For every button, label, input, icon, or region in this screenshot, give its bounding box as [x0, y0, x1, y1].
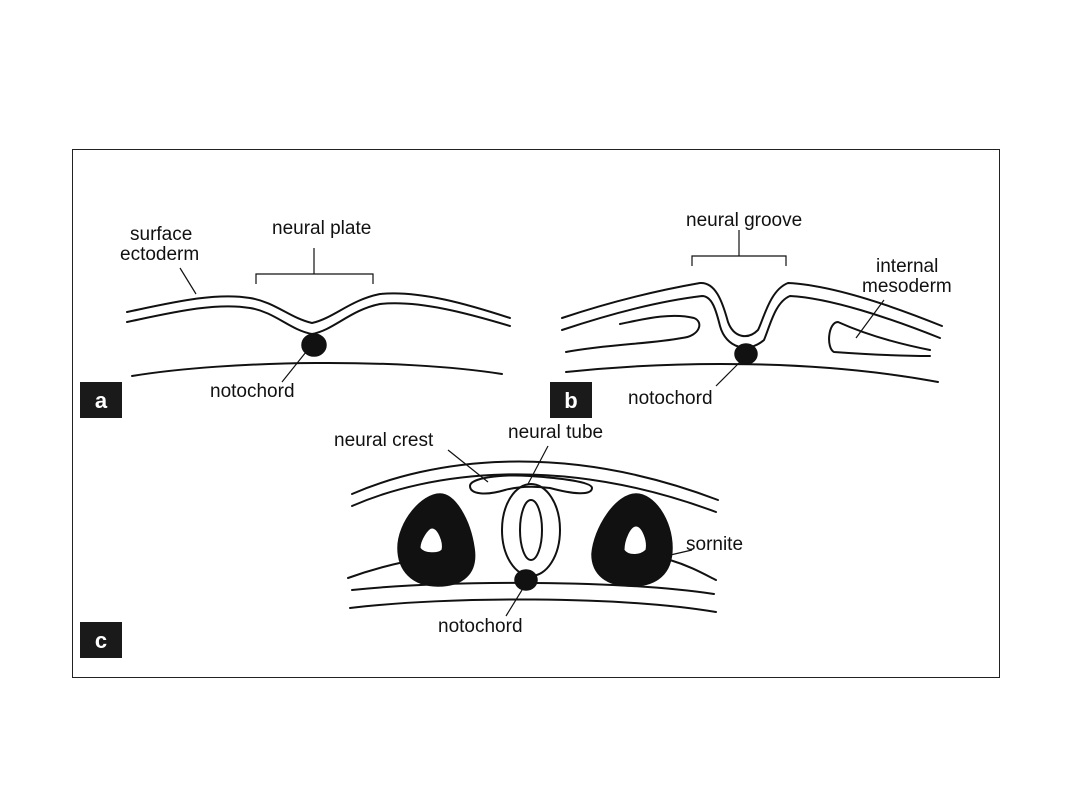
panel-a-ectoderm-leader — [179, 267, 197, 295]
panel-b-letter-box — [550, 382, 592, 418]
panel-c: neural crest neural tube sornite notocho… — [80, 422, 743, 658]
panel-b-endoderm-line — [565, 363, 939, 383]
panel-a-label-surface: surface — [130, 224, 192, 245]
panel-a-label-notochord: notochord — [210, 381, 295, 402]
panel-a-ectoderm-upper — [126, 292, 511, 324]
panel-c-neural-tube-outer — [501, 483, 561, 577]
panel-c-neural-tube-lumen — [519, 499, 543, 561]
panel-c-label-neural-crest: neural crest — [334, 430, 434, 451]
panel-b-ectoderm-upper — [561, 281, 943, 338]
panel-b-letter: b — [564, 388, 577, 413]
panel-c-label-somite: sornite — [686, 534, 743, 555]
panel-b-mesoderm-left — [565, 314, 701, 353]
panel-b: neural groove internal mesoderm notochor… — [550, 210, 952, 418]
panel-a-label-neural-plate: neural plate — [272, 218, 371, 239]
panel-b-notochord — [734, 343, 758, 365]
panel-a-letter: a — [95, 388, 108, 413]
panel-c-mesoderm-left — [347, 561, 405, 579]
panel-c-mesoderm-right — [669, 559, 717, 581]
panel-a-neural-plate-bracket — [255, 248, 374, 284]
figure-frame — [72, 149, 1000, 678]
panel-a-notochord — [301, 333, 327, 357]
panel-c-letter-box — [80, 622, 122, 658]
panel-a: surface ectoderm neural plate notochord … — [80, 218, 511, 418]
panel-c-neural-crest — [469, 474, 593, 495]
panel-c-endoderm-lower — [349, 598, 717, 613]
panel-c-letter: c — [95, 628, 107, 653]
panel-a-letter-box — [80, 382, 122, 418]
panel-c-neural-tube-leader — [527, 445, 549, 485]
panel-c-label-neural-tube: neural tube — [508, 422, 603, 443]
panel-b-neural-groove-bracket — [691, 230, 787, 266]
panel-b-notochord-leader — [715, 361, 741, 387]
panel-c-notochord-leader — [505, 589, 523, 617]
panel-c-notochord — [514, 569, 538, 591]
panel-b-label-notochord: notochord — [628, 388, 713, 409]
panel-b-label-mesoderm: mesoderm — [862, 276, 952, 297]
panel-a-label-ectoderm: ectoderm — [120, 244, 199, 265]
panel-c-somite-right-cavity — [623, 525, 647, 555]
panel-b-label-neural-groove: neural groove — [686, 210, 802, 231]
panel-c-ectoderm-lower — [351, 473, 717, 513]
panel-b-mesoderm-leader — [855, 299, 885, 339]
panel-c-label-notochord: notochord — [438, 616, 523, 637]
panel-b-mesoderm-right — [828, 321, 931, 357]
panel-b-label-internal: internal — [876, 256, 938, 277]
panel-c-somite-left-cavity — [419, 527, 443, 554]
panel-a-ectoderm-lower — [126, 302, 511, 335]
panel-c-somite-leader — [665, 549, 693, 557]
panel-c-ectoderm-upper — [351, 460, 719, 501]
panel-a-endoderm-line — [131, 361, 503, 377]
panel-c-neural-crest-leader — [447, 449, 489, 483]
panel-a-notochord-leader — [281, 351, 307, 383]
